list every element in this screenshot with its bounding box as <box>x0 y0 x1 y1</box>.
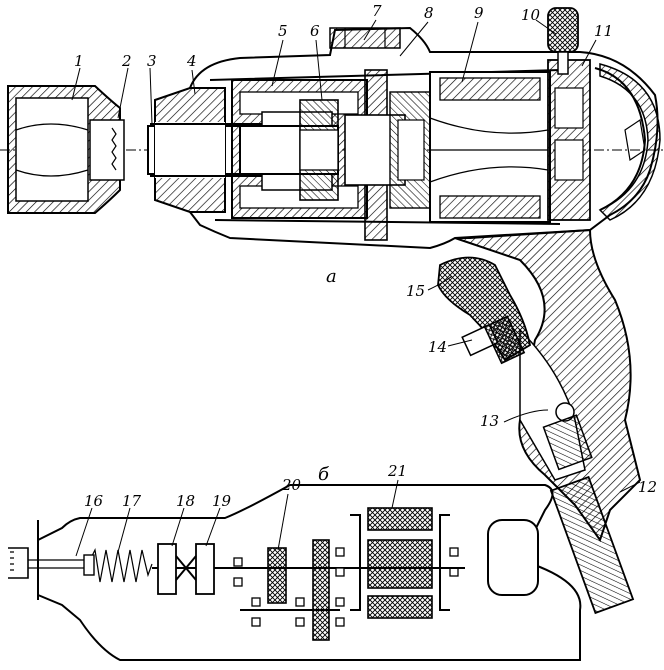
part-label-1: 1 <box>74 52 84 70</box>
part-labels: 1 2 3 4 5 6 7 8 9 10 11 12 13 14 15 16 1… <box>71 2 657 557</box>
bearing-marks <box>233 547 459 627</box>
part-label-8: 8 <box>424 4 434 22</box>
cable-sleeve-12 <box>549 475 635 615</box>
view-b-scheme: б <box>8 464 582 661</box>
socket-bore <box>15 97 89 202</box>
part-label-14: 14 <box>428 338 447 356</box>
part-label-9: 9 <box>474 4 484 22</box>
spring-17 <box>89 548 153 583</box>
part-label-15: 15 <box>406 282 425 300</box>
part-label-6: 6 <box>310 22 320 40</box>
part-label-16: 16 <box>84 492 104 510</box>
part-label-21: 21 <box>387 462 407 480</box>
gear-20 <box>267 547 287 604</box>
part-label-5: 5 <box>278 22 288 40</box>
view-a-label: а <box>326 266 337 287</box>
part-label-10: 10 <box>521 6 541 24</box>
rear-cap-11 <box>598 63 661 221</box>
part-label-7: 7 <box>372 2 382 20</box>
motor-21 <box>367 507 433 531</box>
part-label-13: 13 <box>480 412 499 430</box>
part-label-3: 3 <box>147 52 157 70</box>
spring-2 <box>111 127 117 171</box>
part-label-17: 17 <box>122 492 142 510</box>
part-label-20: 20 <box>281 476 302 494</box>
part-label-4: 4 <box>186 52 197 70</box>
window <box>487 519 539 596</box>
part-label-19: 19 <box>212 492 232 510</box>
part-label-18: 18 <box>176 492 195 510</box>
switch-knob-10 <box>547 7 579 53</box>
view-a-section: а <box>0 7 664 615</box>
clutch-18 <box>157 543 177 595</box>
view-b-label: б <box>318 464 330 485</box>
part-label-2: 2 <box>121 52 132 70</box>
part-label-12: 12 <box>638 478 657 496</box>
scheme-outline <box>37 484 582 661</box>
clutch-19 <box>195 543 215 595</box>
part-label-11: 11 <box>594 22 613 40</box>
